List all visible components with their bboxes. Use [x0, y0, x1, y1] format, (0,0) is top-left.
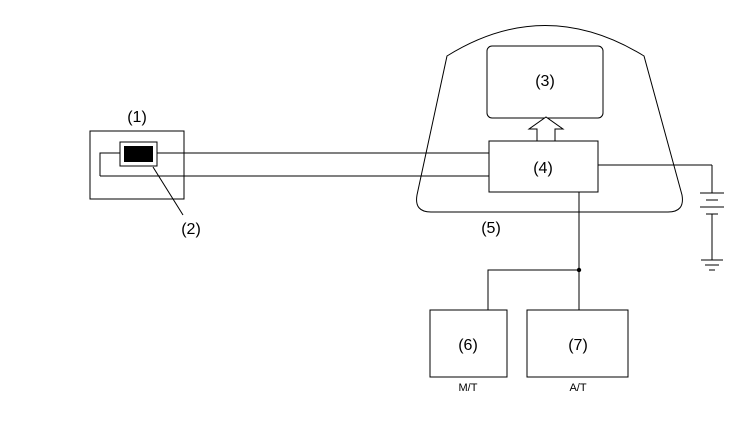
label-component-7: (7)	[568, 337, 588, 354]
label-manual-transmission: M/T	[459, 382, 478, 394]
label-component-5: (5)	[481, 220, 501, 237]
control-module-box	[488, 140, 599, 193]
label-component-1: (1)	[127, 109, 147, 126]
meter-housing-outline	[416, 25, 683, 213]
wire-loop	[99, 152, 120, 176]
chip-leader-line	[152, 166, 184, 216]
label-component-3: (3)	[535, 73, 555, 90]
label-automatic-transmission: A/T	[569, 382, 586, 394]
label-component-2: (2)	[181, 221, 201, 238]
signal-up-arrow	[527, 116, 565, 142]
at-box	[526, 309, 629, 378]
label-component-6: (6)	[458, 337, 478, 354]
label-component-4: (4)	[533, 160, 553, 177]
wire-to-mt	[487, 269, 579, 310]
chip-core	[124, 146, 153, 162]
mt-box	[429, 309, 508, 378]
